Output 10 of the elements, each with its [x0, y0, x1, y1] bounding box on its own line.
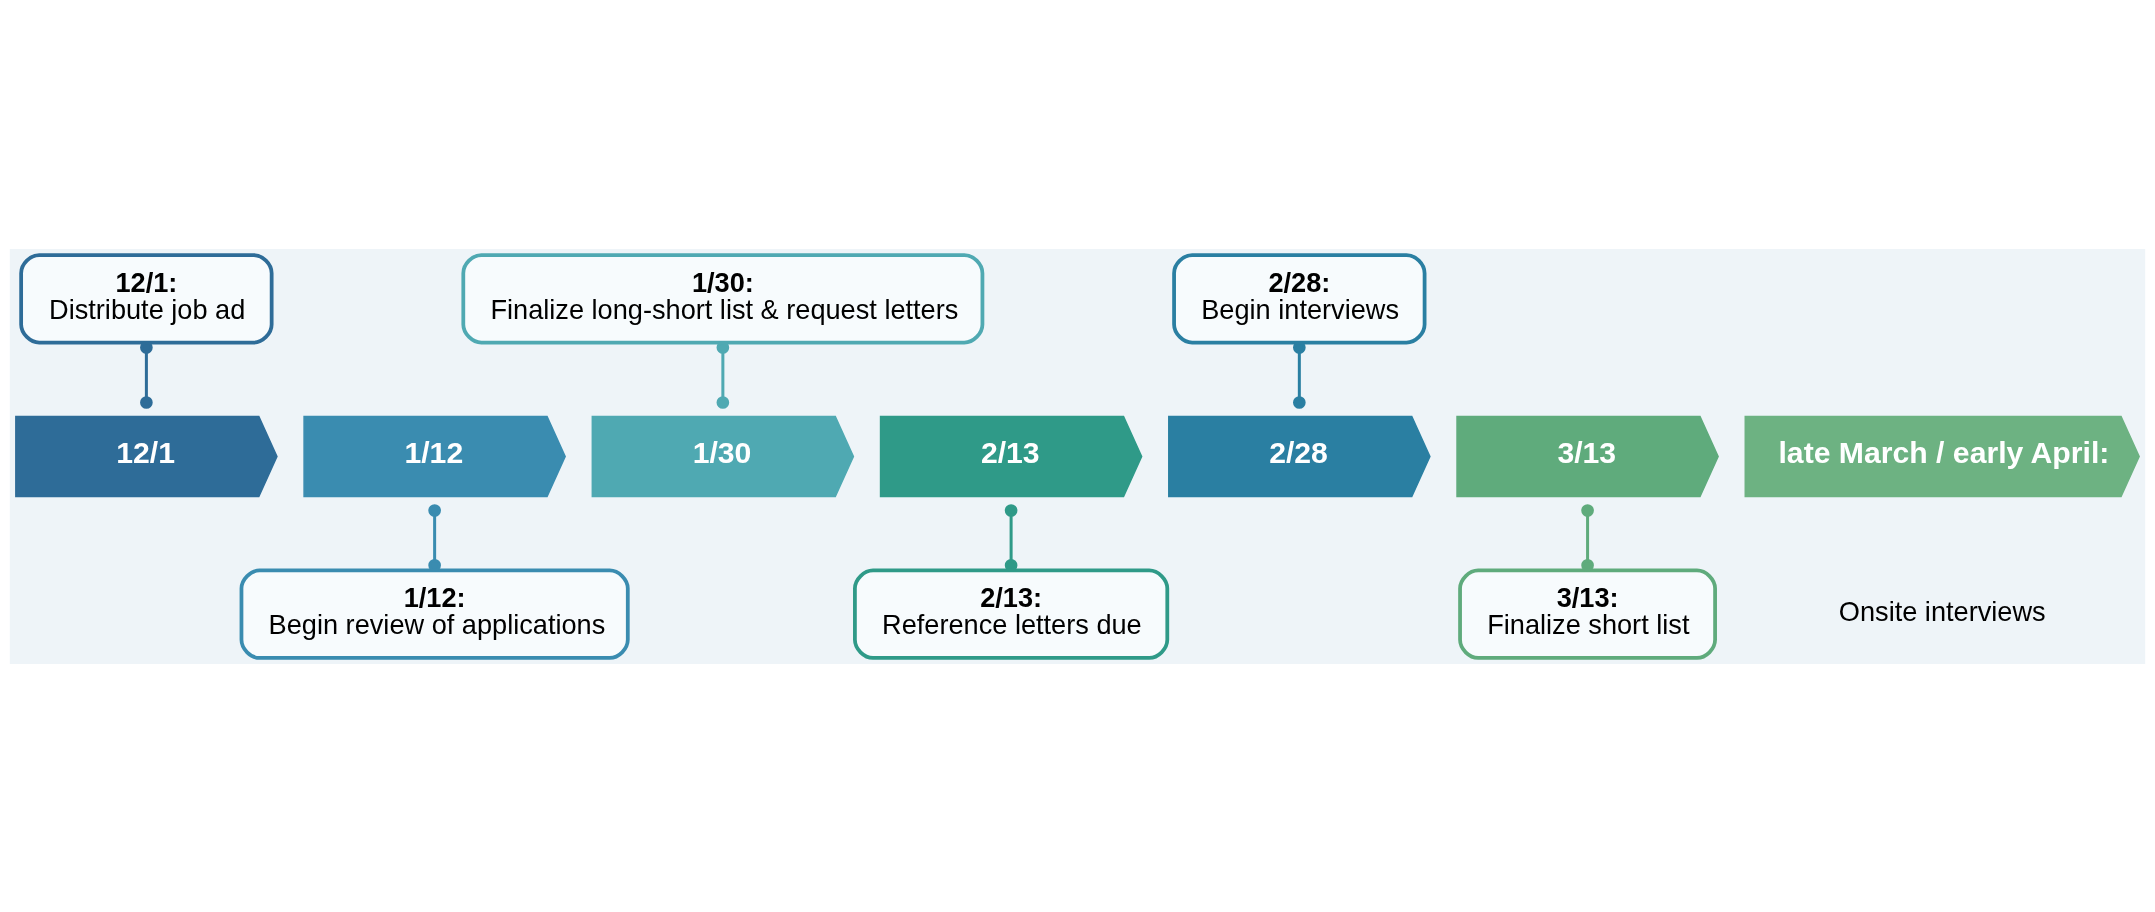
connector: [1004, 503, 1018, 572]
node-box: 2/28: Begin interviews: [1172, 252, 1427, 344]
node-box: 3/13: Finalize short list: [1458, 568, 1717, 660]
node-label: Onsite interviews: [1838, 595, 2046, 627]
connector: [428, 503, 441, 572]
node-box: 12/1: Distribute job ad: [19, 252, 274, 344]
node-box: 2/13: Reference letters due: [853, 568, 1170, 660]
node-box: 1/30: Finalize long-short list & request letters: [461, 252, 985, 344]
node-box: 1/12: Begin review of applications: [239, 568, 630, 660]
connector: [1581, 503, 1594, 572]
